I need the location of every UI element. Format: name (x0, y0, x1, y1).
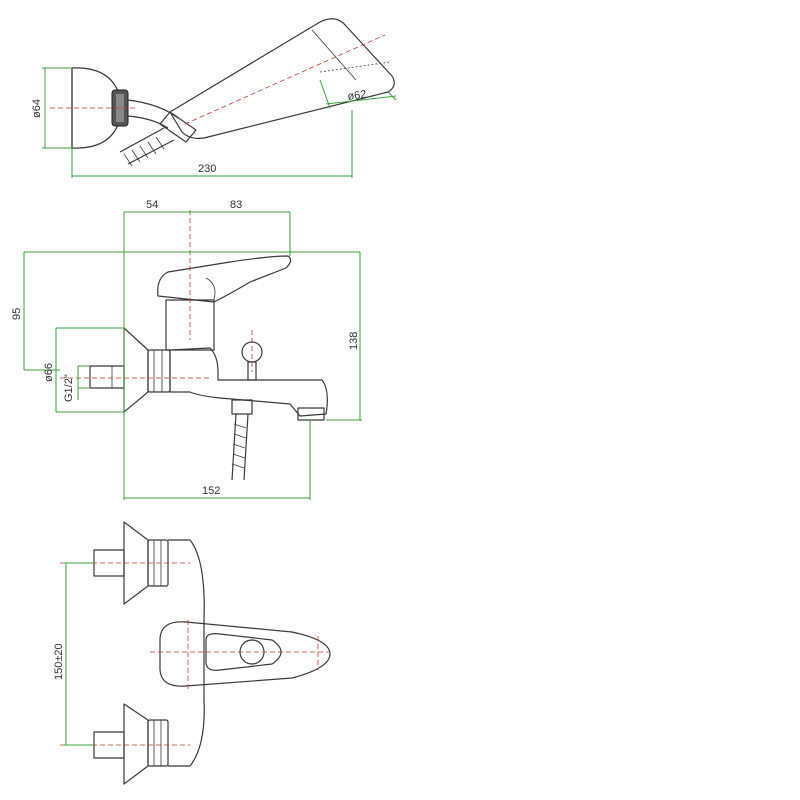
front-view: 150±20 (53, 521, 331, 785)
dim-label-lever-reach: 83 (230, 199, 242, 211)
dim-label-head-diameter: ø64 (31, 99, 43, 118)
lower-flange (123, 703, 149, 785)
wall-flange (123, 327, 149, 413)
lever-detail (205, 277, 216, 301)
inlet-fitting (89, 365, 125, 389)
shower-head-view: ø64 ø62 230 (31, 18, 397, 178)
lever-slot (205, 633, 282, 671)
dim-label-depth: 152 (202, 485, 220, 497)
shower-head-seam (311, 29, 357, 81)
mixer-body (169, 347, 328, 417)
spout-outlet (297, 407, 325, 421)
shower-hose (119, 127, 175, 167)
dim-depth: 152 (124, 420, 311, 500)
bracket-ring-inner (116, 94, 124, 122)
dim-height-138: 138 (326, 252, 362, 421)
dim-label-spray-diameter: ø62 (347, 88, 367, 103)
handle-axis (184, 34, 386, 125)
dim-label-spout-offset: 54 (146, 199, 158, 211)
dim-flange-diameter: ø66 (43, 327, 124, 413)
side-view: 54 83 95 138 ø66 G1/2" (11, 199, 362, 500)
lower-nut (147, 719, 169, 767)
shower-handle (169, 18, 395, 139)
hose-connector (231, 399, 253, 415)
dim-label-inlet-spacing: 150±20 (53, 643, 65, 680)
handle-collar (159, 111, 197, 143)
dim-total-length: 230 (71, 110, 353, 178)
dim-label-thread: G1/2" (63, 374, 75, 402)
spray-face (319, 61, 391, 73)
dim-head-diameter: ø64 (31, 67, 72, 149)
lever-front (159, 621, 331, 687)
bracket-arm (127, 99, 179, 129)
dim-label-height-95: 95 (11, 308, 23, 320)
dim-label-flange-diameter: ø66 (43, 363, 55, 382)
dim-label-total-length: 230 (198, 163, 216, 175)
dim-height-95: 95 (11, 251, 360, 371)
dim-inlet-spacing: 150±20 (53, 562, 94, 746)
dim-thread: G1/2" (63, 365, 90, 402)
dim-label-height-138: 138 (348, 332, 360, 350)
hose-lower (231, 413, 249, 481)
dim-top: 54 83 (123, 199, 291, 500)
lever-pivot (239, 639, 265, 665)
mixer-body-front (168, 539, 205, 767)
connector-nut (147, 349, 171, 393)
lever-handle (157, 255, 292, 303)
upper-flange (123, 521, 149, 605)
dim-spray-diameter: ø62 (319, 79, 397, 109)
